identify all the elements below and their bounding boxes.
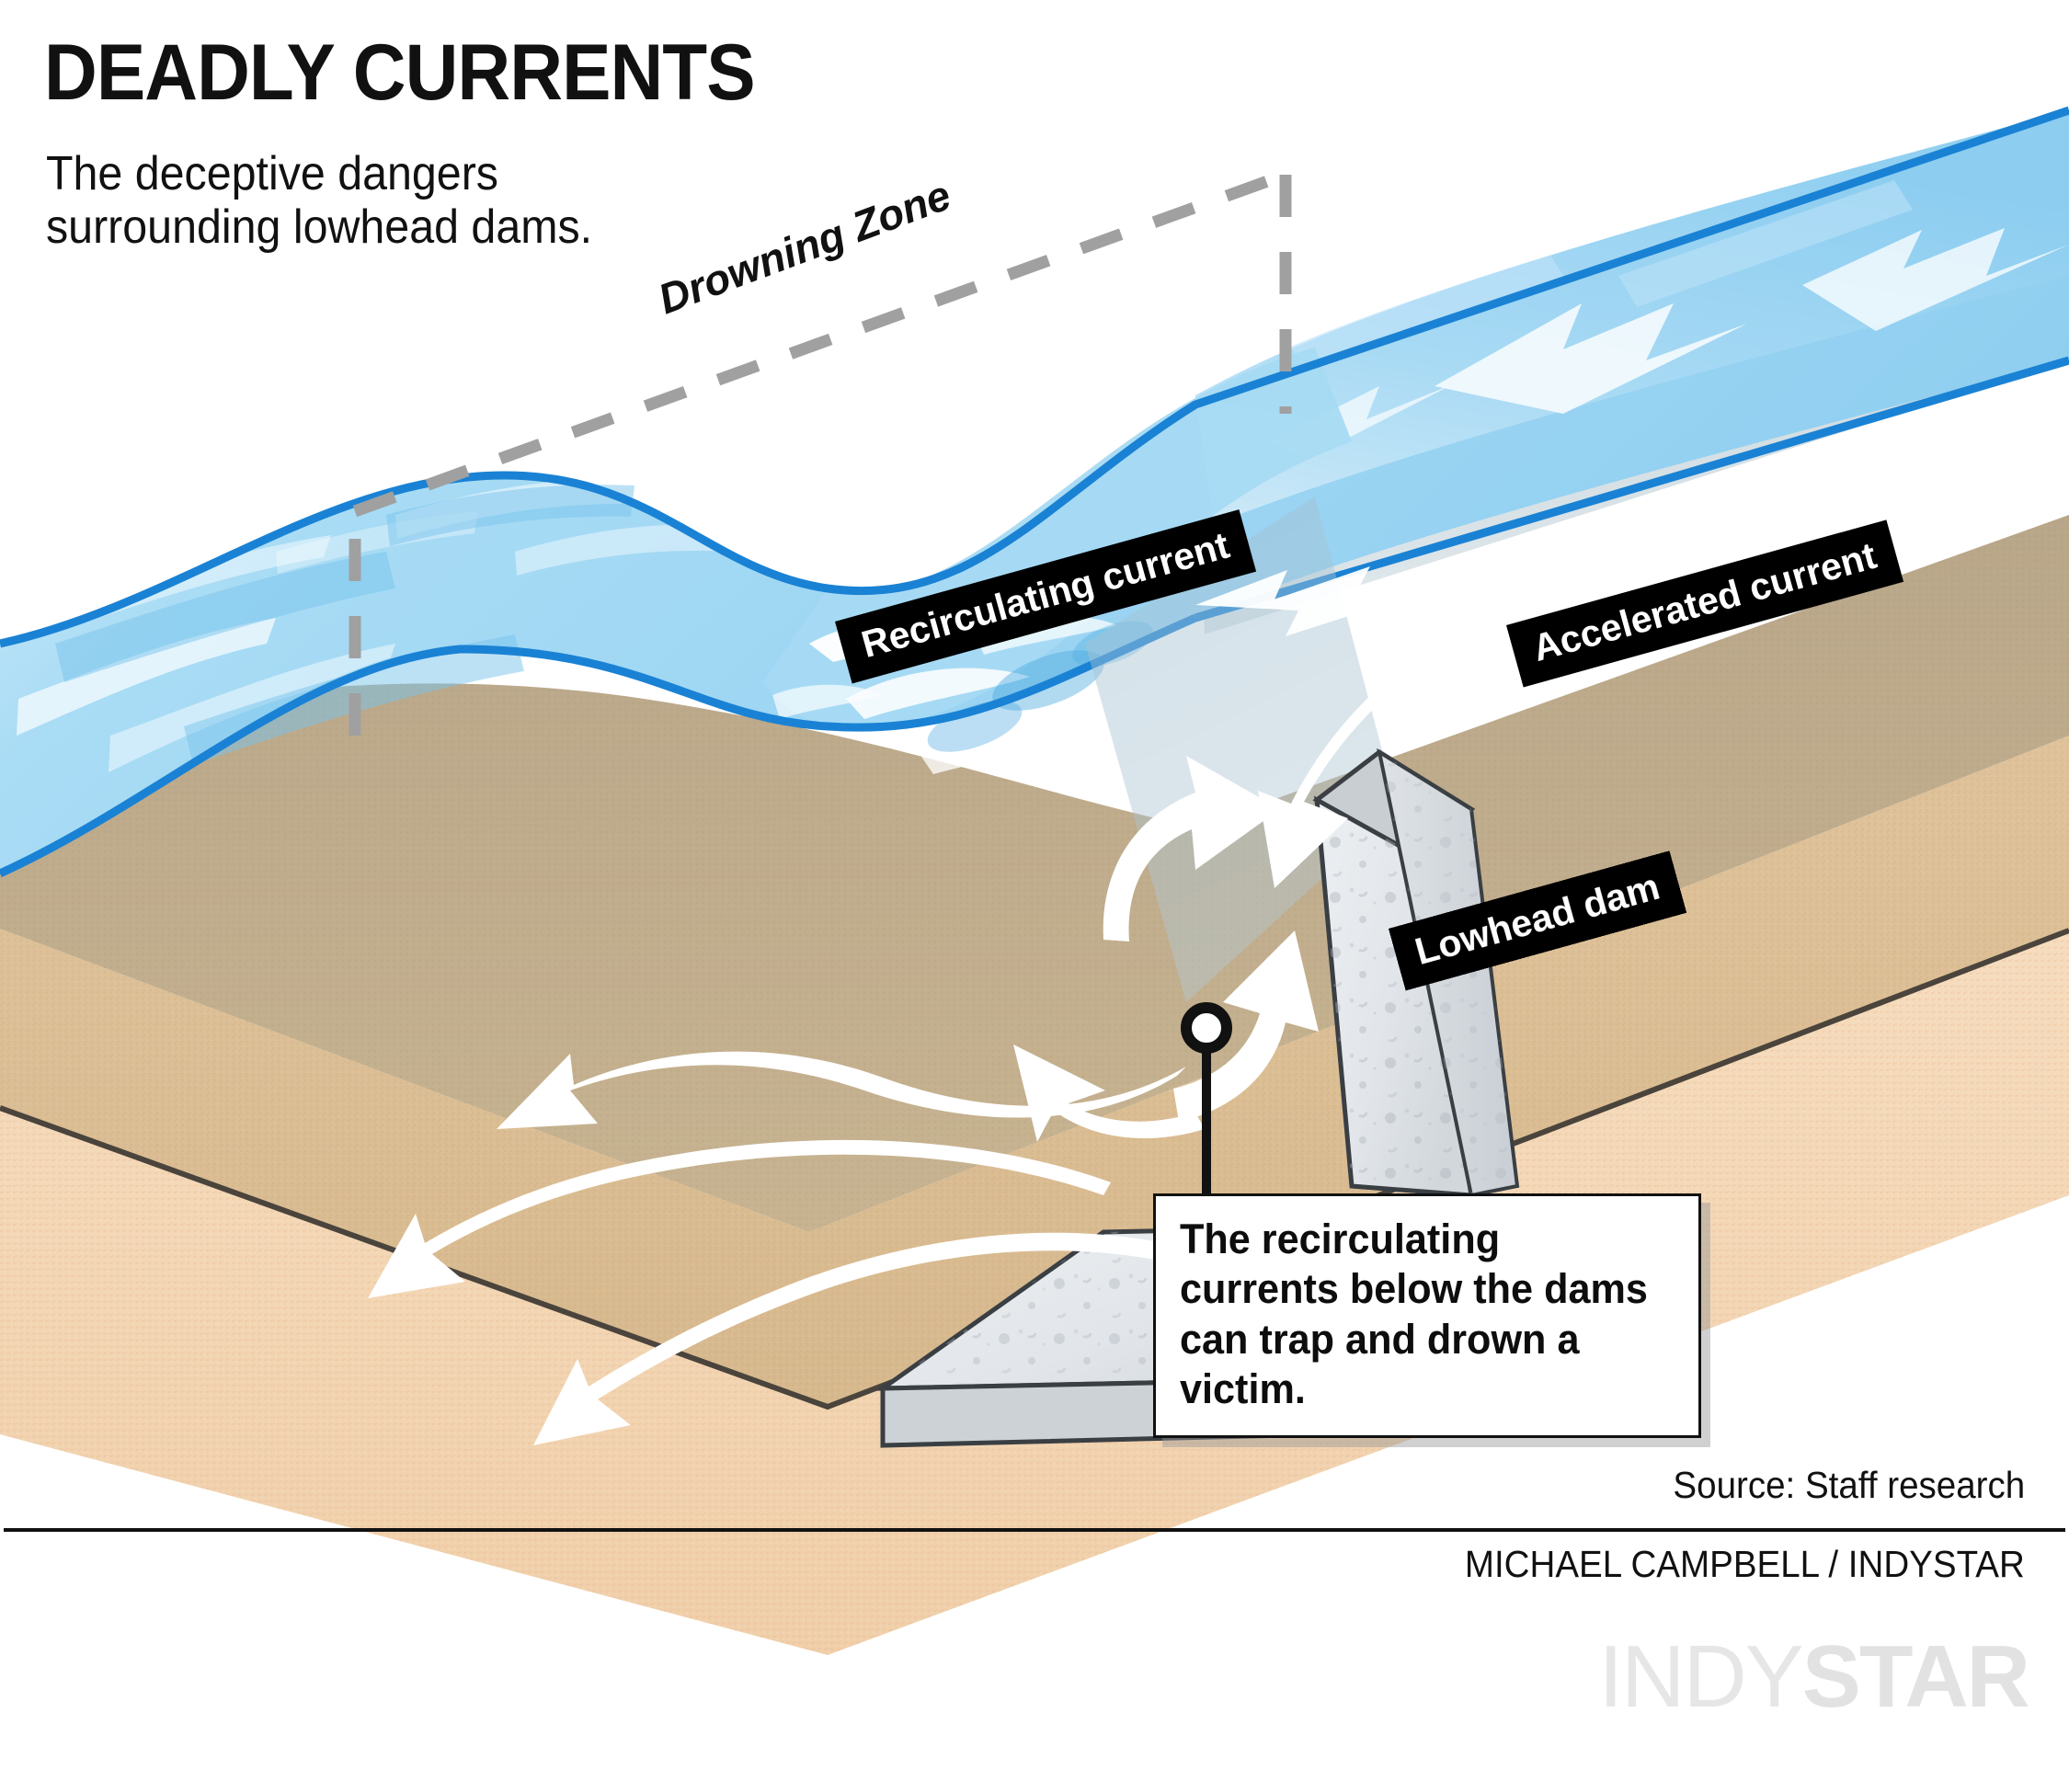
logo-indy-text: INDY [1598,1627,1803,1726]
arrow-bed-left-2 [533,1232,1203,1445]
callout-leader-line [1181,1002,1232,1203]
arrow-recirc-top [1103,756,1280,942]
arrow-recirc-bottom [1173,930,1319,1122]
credit-line: MICHAEL CAMPBELL / INDYSTAR [1465,1543,2025,1585]
arrow-bed-left-1 [368,1139,1111,1298]
arrow-recirc-left [1013,1044,1205,1142]
arrow-surface [1195,565,1471,636]
source-line: Source: Staff research [1673,1464,2025,1506]
arrow-return-upper [497,1051,1186,1129]
callout-box: The recirculating currents below the dam… [1153,1193,1701,1438]
logo-star-text: STAR [1801,1627,2030,1726]
footer-divider [4,1528,2065,1532]
riverbed-layer [0,515,2069,1232]
indystar-logo: INDYSTAR [1598,1633,2030,1721]
callout-text: The recirculating currents below the dam… [1180,1216,1648,1413]
sand-base-layer [0,930,2069,1655]
page-subtitle: The deceptive dangers surrounding lowhea… [46,147,593,255]
drowning-zone-dashed-outline [349,168,1292,736]
flow-arrows [368,487,1848,1445]
sand-top-layer [0,736,2069,1410]
page-title: DEADLY CURRENTS [44,29,756,117]
arrow-accelerated [1258,644,1436,888]
